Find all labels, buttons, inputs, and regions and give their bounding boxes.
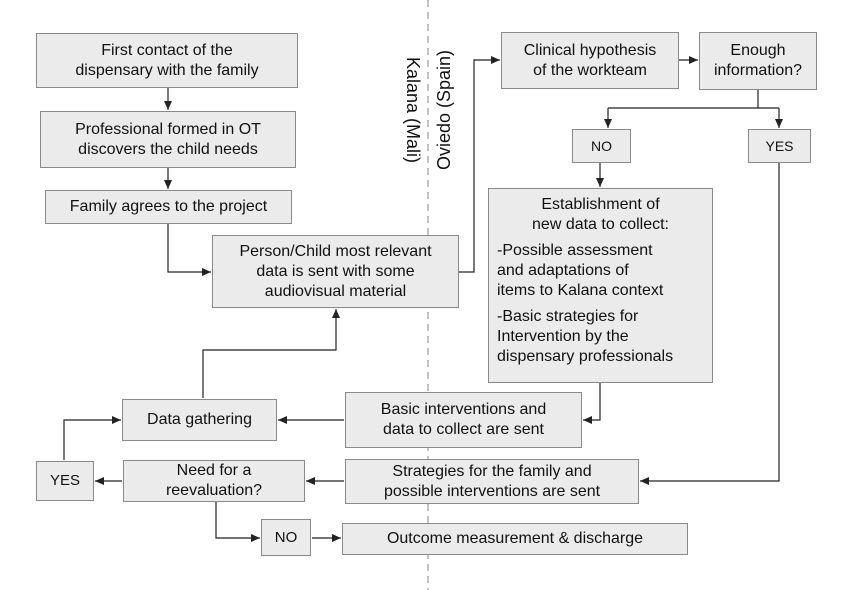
establishment-point-1-line-2: and adaptations of (497, 262, 629, 279)
outcome-label: Outcome measurement & discharge (386, 530, 644, 547)
person-data-line-2: data is sent with some (256, 262, 415, 280)
professional-box: Professional formed in OT discovers the … (40, 111, 296, 168)
first-contact-line-2: dispensary with the family (75, 61, 259, 79)
line-enough-to-branch (608, 90, 779, 109)
data-gathering-box: Data gathering (122, 399, 277, 441)
clinical-line-2: of the workteam (533, 61, 647, 79)
establishment-point-1-line-1: -Possible assessment (497, 242, 653, 259)
no-top-box: NO (572, 129, 631, 163)
strategies-box: Strategies for the family and possible i… (345, 459, 639, 504)
arrow-yes-to-strategies (640, 163, 780, 485)
family-agrees-box: Family agrees to the project (45, 190, 292, 224)
establishment-head-2: new data to collect: (532, 216, 669, 233)
need-line-2: reevaluation? (165, 482, 263, 499)
establishment-point-2-line-1: -Basic strategies for (497, 308, 639, 325)
arrow-family-to-person (167, 224, 211, 276)
establishment-point-2-line-2: Intervention by the (497, 328, 629, 345)
first-contact-line-1: First contact of the (101, 41, 233, 59)
establishment-point-2-line-3: dispensary professionals (497, 348, 674, 365)
region-label-kalana: Kalana (Mali) (403, 56, 423, 164)
establishment-head-1: Establishment of (541, 196, 660, 213)
outcome-box: Outcome measurement & discharge (342, 523, 688, 555)
basic-interventions-box: Basic interventions and data to collect … (345, 392, 582, 448)
arrow-data-gathering-to-person (202, 309, 340, 398)
no-bottom-box: NO (261, 519, 311, 556)
strategies-line-1: Strategies for the family and (392, 462, 592, 480)
person-data-box: Person/Child most relevant data is sent … (212, 235, 459, 308)
arrow-establishment-to-basic (583, 383, 601, 424)
yes-bottom-label: YES (49, 472, 80, 489)
yes-top-label: YES (765, 138, 794, 154)
clinical-line-1: Clinical hypothesis (523, 41, 657, 59)
clinical-hypothesis-box: Clinical hypothesis of the workteam (501, 32, 679, 89)
professional-line-1: Professional formed in OT (75, 120, 261, 138)
no-bottom-label: NO (274, 528, 298, 546)
enough-line-1: Enough (730, 42, 786, 59)
professional-line-2: discovers the child needs (78, 140, 258, 158)
arrow-person-to-clinical (459, 56, 500, 273)
enough-line-2: information? (713, 62, 803, 79)
basic-line-1: Basic interventions and (380, 401, 547, 418)
reevaluation-box: Need for a reevaluation? (123, 460, 305, 502)
enough-information-box: Enough information? (699, 32, 817, 90)
region-label-oviedo: Oviedo (Spain) (434, 49, 454, 171)
strategies-line-2: possible interventions are sent (383, 482, 601, 500)
establishment-box: Establishment of new data to collect: -P… (488, 188, 713, 383)
yes-bottom-box: YES (36, 461, 94, 501)
person-data-line-3: audiovisual material (264, 282, 407, 300)
data-gathering-label: Data gathering (147, 411, 252, 428)
arrow-need-to-no (215, 502, 260, 542)
yes-top-box: YES (748, 129, 811, 163)
first-contact-box: First contact of the dispensary with the… (36, 33, 298, 88)
establishment-point-1-line-3: items to Kalana context (497, 282, 664, 299)
basic-line-2: data to collect are sent (383, 421, 544, 438)
no-top-label: NO (591, 138, 612, 154)
need-line-1: Need for a (176, 462, 252, 479)
family-agrees-line-1: Family agrees to the project (69, 198, 268, 215)
person-data-line-1: Person/Child most relevant (239, 242, 432, 260)
arrow-yes-to-data-gathering (63, 416, 121, 460)
